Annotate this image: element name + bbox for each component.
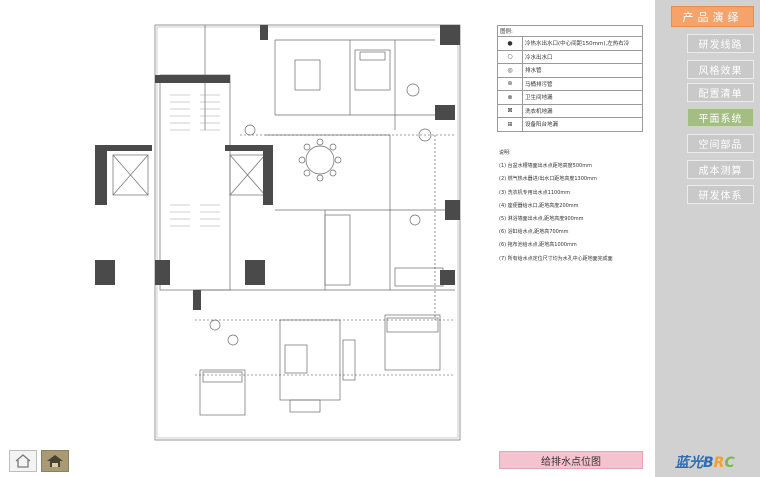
sidebar (655, 0, 760, 477)
legend-row: ○冷水出水口 (497, 49, 643, 64)
notes-title: 说明: (499, 150, 511, 156)
toilet-sewage-pipe-icon: ⊚ (497, 76, 523, 91)
legend-title: 图例: (497, 25, 643, 37)
legend-row: ◎排水管 (497, 63, 643, 78)
sidebar-item-cost-estimate[interactable]: 成本测算 (687, 160, 754, 179)
logo-cn: 蓝光 (675, 455, 703, 471)
note-item: (5) 淋浴墙面出水点,距地高度900mm (499, 216, 584, 223)
sidebar-item-research-route[interactable]: 研发线路 (687, 34, 754, 53)
legend: 图例: ●冷热水出水口(中心间距150mm),左热右冷 ○冷水出水口 ◎排水管 … (497, 25, 643, 132)
home-button[interactable] (9, 450, 37, 472)
legend-table: 图例: ●冷热水出水口(中心间距150mm),左热右冷 ○冷水出水口 ◎排水管 … (497, 25, 643, 132)
note-item: (6) 拖布池给水点,距地高1000mm (499, 242, 577, 249)
sidebar-item-space-parts[interactable]: 空间部品 (687, 134, 754, 153)
drain-pipe-icon: ◎ (497, 63, 523, 78)
floor-plan (95, 24, 461, 441)
home-alt-button[interactable] (41, 450, 69, 472)
note-item: (3) 洗衣机专用出水点1100mm (499, 189, 571, 196)
main-content: 图例: ●冷热水出水口(中心间距150mm),左热右冷 ○冷水出水口 ◎排水管 … (9, 24, 645, 472)
note-item: (2) 燃气热水器进/出水口距地高度1300mm (499, 176, 597, 183)
note-item: (1) 台盆水槽墙面出水点距地高度500mm (499, 163, 592, 170)
drawing-caption: 给排水点位图 (499, 451, 643, 469)
water-outlet-hot-cold-icon: ● (497, 36, 523, 51)
legend-row: ⊠洗衣机地漏 (497, 103, 643, 118)
legend-row: ⊗卫生间地漏 (497, 90, 643, 105)
bathroom-floor-drain-icon: ⊗ (497, 90, 523, 105)
cold-water-outlet-icon: ○ (497, 49, 523, 64)
note-item: (7) 所有给水点定位尺寸均为水孔中心距地面完成面 (499, 255, 613, 262)
note-item: (4) 座便器给水口,距地高度200mm (499, 202, 579, 209)
legend-row: ●冷热水出水口(中心间距150mm),左热右冷 (497, 36, 643, 51)
washer-floor-drain-icon: ⊠ (497, 103, 523, 118)
legend-row: ⊚马桶排污管 (497, 76, 643, 91)
legend-row: ⊞设备阳台地漏 (497, 117, 643, 132)
home-icon (15, 454, 31, 468)
sidebar-item-style-effect[interactable]: 风格效果 (687, 60, 754, 79)
sidebar-item-floor-plan-system[interactable]: 平面系统 (687, 108, 754, 127)
brand-logo: 蓝光BRC (675, 455, 735, 471)
notes: 说明: (1) 台盆水槽墙面出水点距地高度500mm (2) 燃气热水器进/出水… (499, 147, 645, 266)
house-icon (47, 455, 63, 467)
sidebar-item-config-list[interactable]: 配置清单 (687, 83, 754, 102)
balcony-floor-drain-icon: ⊞ (497, 117, 523, 132)
note-item: (6) 浴缸给水点,距地高700mm (499, 229, 569, 236)
sidebar-item-research-system[interactable]: 研发体系 (687, 185, 754, 204)
sidebar-section-title[interactable]: 产品演绎 (671, 6, 754, 27)
